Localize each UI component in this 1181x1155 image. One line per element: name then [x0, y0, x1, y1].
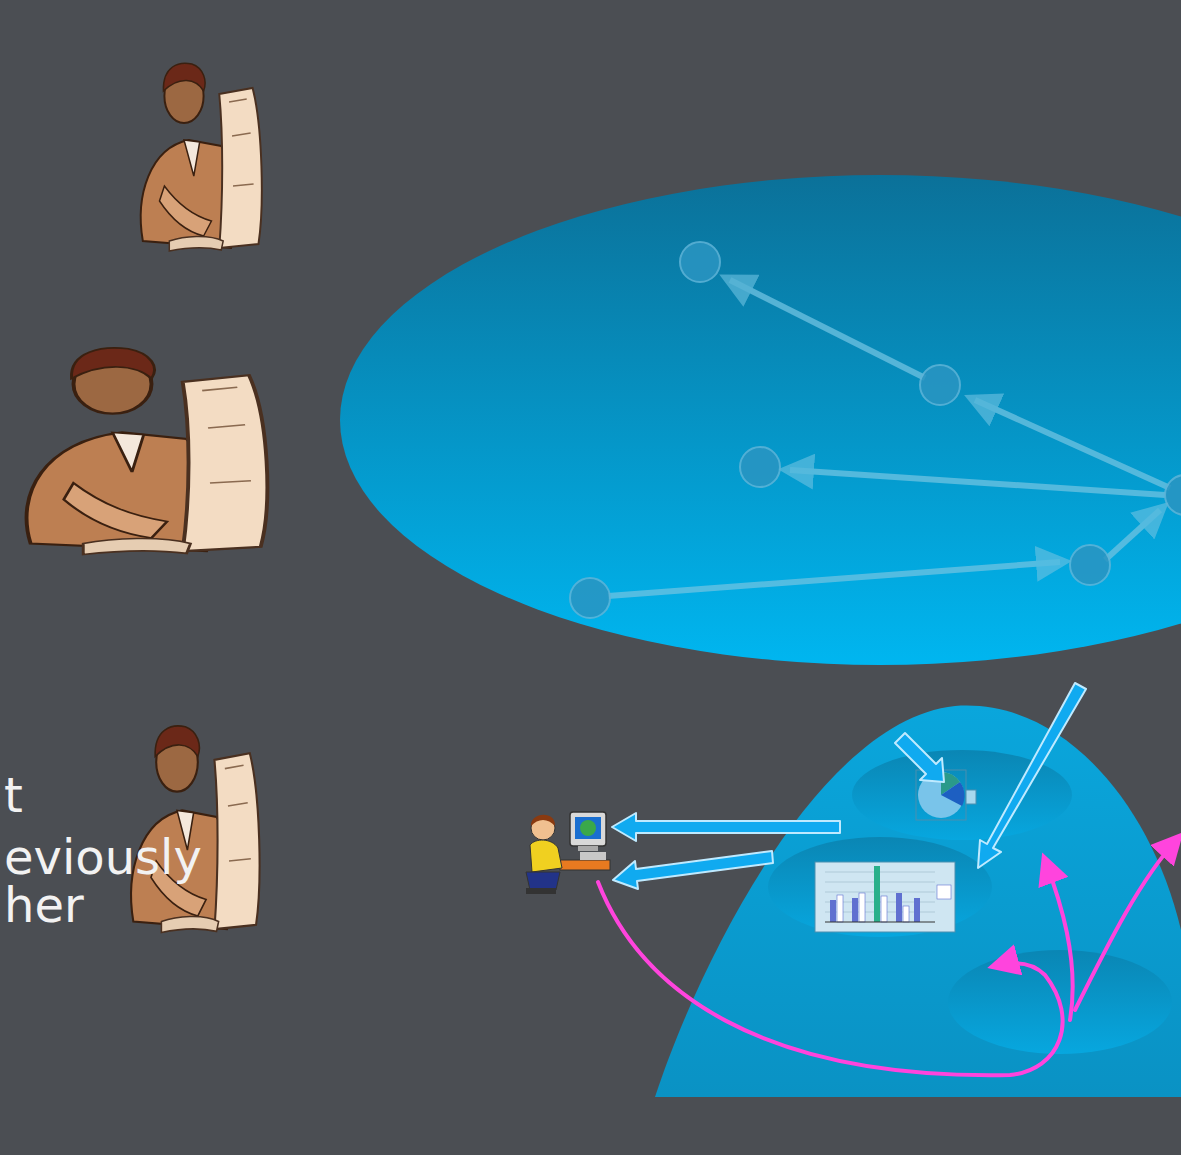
slide-text: eviously — [4, 830, 202, 885]
slide-text: her — [4, 878, 84, 933]
slide-text: t — [4, 768, 23, 823]
